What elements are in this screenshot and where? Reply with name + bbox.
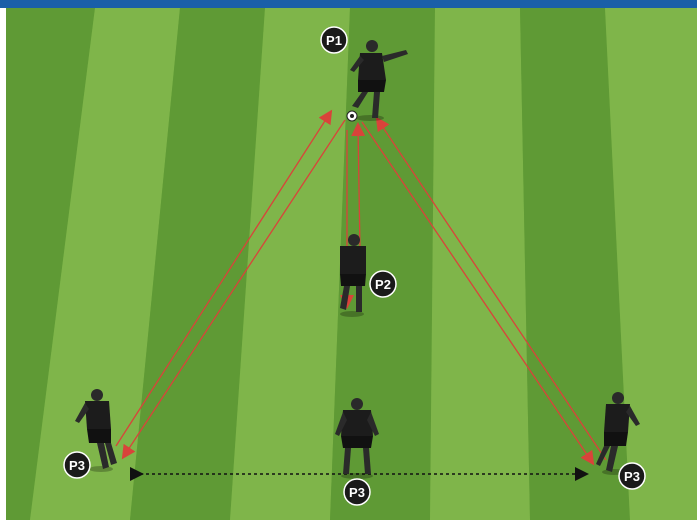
soccer-ball-icon [346, 110, 358, 122]
pass-arrows [115, 109, 607, 466]
player-p3-right-icon [596, 392, 640, 475]
pass-arrow-p1-to-p3left [121, 119, 346, 460]
label-badge-p3-left: P3 [63, 451, 91, 479]
label-badge-p2: P2 [369, 270, 397, 298]
pass-arrow-p3left-to-p1 [115, 109, 333, 447]
pass-arrow-p3right-to-p1 [375, 116, 607, 461]
label-p3-keeper: P3 [349, 485, 365, 500]
label-p1: P1 [326, 33, 342, 48]
player-p3-left-icon [75, 389, 117, 472]
player-p2-icon [340, 234, 366, 317]
pass-arrow-p1-to-p3right [361, 121, 595, 466]
player-p3-keeper-icon [335, 398, 379, 479]
label-p3-left: P3 [69, 458, 85, 473]
label-badge-p3-right: P3 [618, 462, 646, 490]
label-p3-right: P3 [624, 469, 640, 484]
label-badge-p3-keeper: P3 [343, 478, 371, 506]
pass-arrow-p2-to-p1 [351, 122, 366, 251]
label-badge-p1: P1 [320, 26, 348, 54]
header-bar [0, 0, 697, 8]
player-p1-icon [350, 40, 408, 121]
label-p2: P2 [375, 277, 391, 292]
